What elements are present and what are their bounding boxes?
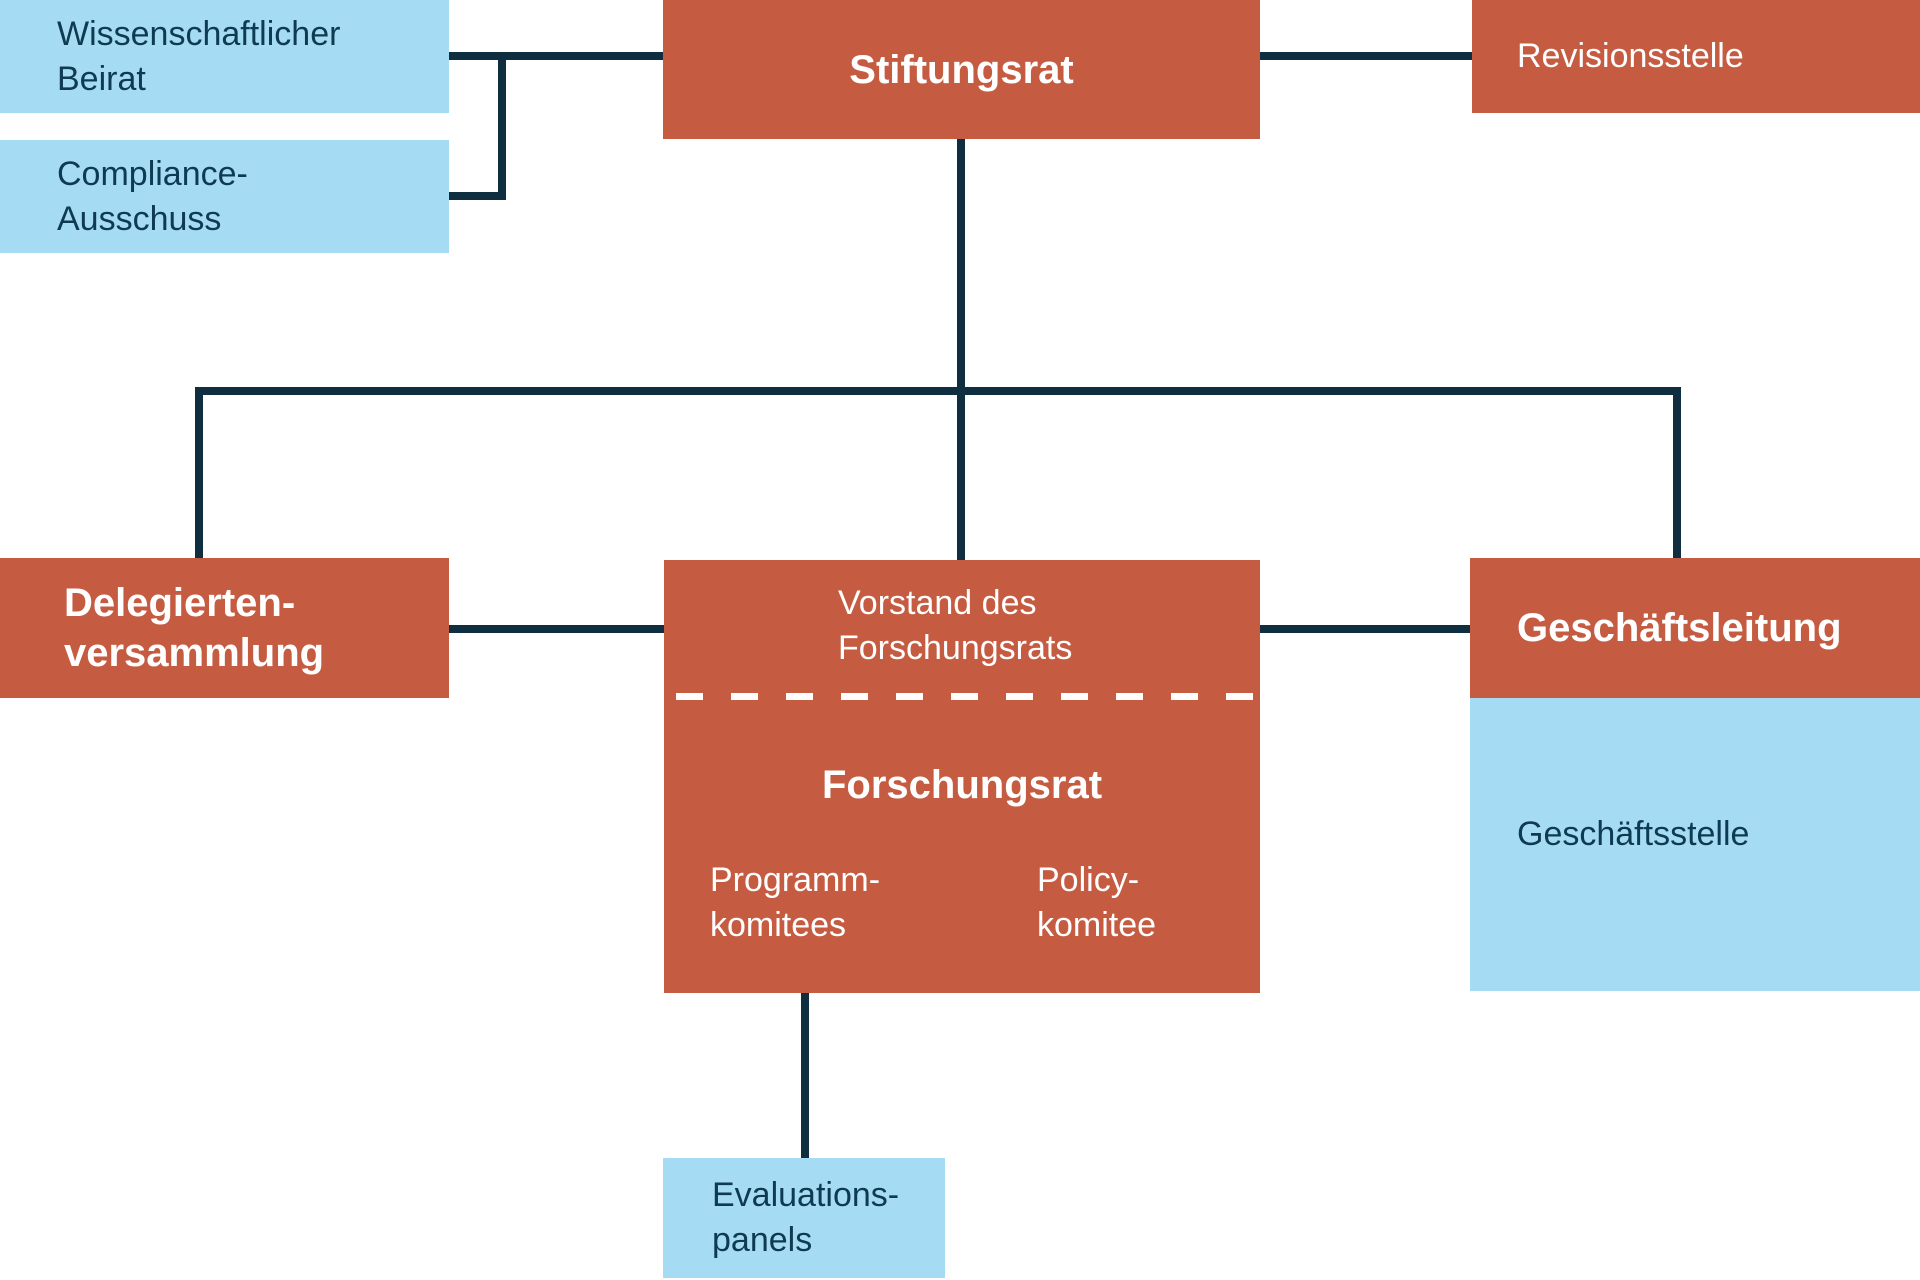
node-label: komitee — [1037, 906, 1157, 944]
connector-vorstand-geschaeftsleitung — [1260, 625, 1470, 633]
node-compliance-ausschuss: Compliance- Ausschuss — [0, 140, 449, 253]
node-wissenschaftlicher-beirat: Wissenschaftlicher Beirat — [0, 0, 449, 113]
node-label: Wissenschaftlicher — [57, 14, 341, 53]
node-label: Compliance- — [57, 154, 248, 193]
node-label: panels — [712, 1221, 813, 1259]
connector-forschungsrat-evaluationspanels — [801, 993, 809, 1158]
node-label: Evaluations- — [712, 1176, 900, 1214]
node-label: Ausschuss — [57, 199, 222, 238]
connector-beirat-stiftungsrat — [449, 52, 663, 60]
node-label: Forschungsrat — [821, 763, 1103, 807]
node-delegiertenversammlung: Delegierten- versammlung — [0, 558, 449, 698]
node-forschungsrat: Forschungsrat — [664, 760, 1260, 810]
node-label: Revisionsstelle — [1517, 37, 1744, 75]
node-label: Vorstand des — [838, 584, 1037, 622]
node-vorstand-des-forschungsrats: Vorstand des Forschungsrats — [838, 581, 1072, 671]
node-policykomitee: Policy- komitee — [1037, 858, 1156, 948]
node-label: Geschäftsstelle — [1517, 815, 1750, 853]
node-label: Geschäftsleitung — [1517, 606, 1842, 650]
node-geschaeftsstelle: Geschäftsstelle — [1470, 698, 1920, 991]
node-label: komitees — [710, 906, 847, 944]
node-geschaeftsleitung: Geschäftsleitung — [1470, 558, 1920, 698]
node-forschungsrat-group: Vorstand des Forschungsrats Forschungsra… — [664, 560, 1260, 993]
node-label: Delegierten- — [64, 581, 296, 625]
connector-drop-geschaeftsleitung — [1673, 387, 1681, 558]
node-label: Policy- — [1037, 861, 1140, 899]
node-label: Programm- — [710, 861, 881, 899]
connector-drop-delegierten — [195, 387, 203, 558]
node-label: Stiftungsrat — [849, 47, 1074, 92]
connector-stiftungsrat-vorstand — [957, 139, 965, 560]
node-label: Beirat — [57, 59, 146, 98]
connector-delegierten-vorstand — [449, 625, 664, 633]
node-stiftungsrat: Stiftungsrat — [663, 0, 1260, 139]
node-revisionsstelle: Revisionsstelle — [1472, 0, 1920, 113]
dashed-separator — [676, 693, 1254, 700]
node-evaluationspanels: Evaluations- panels — [663, 1158, 945, 1278]
connector-branch-vertical — [498, 52, 506, 200]
node-label: versammlung — [64, 631, 325, 675]
node-label: Forschungsrats — [838, 629, 1073, 667]
connector-main-branch-horizontal — [195, 387, 1681, 395]
node-programmkomitees: Programm- komitees — [710, 858, 880, 948]
connector-stiftungsrat-revisionsstelle — [1260, 52, 1472, 60]
connector-compliance-branch — [449, 192, 506, 200]
